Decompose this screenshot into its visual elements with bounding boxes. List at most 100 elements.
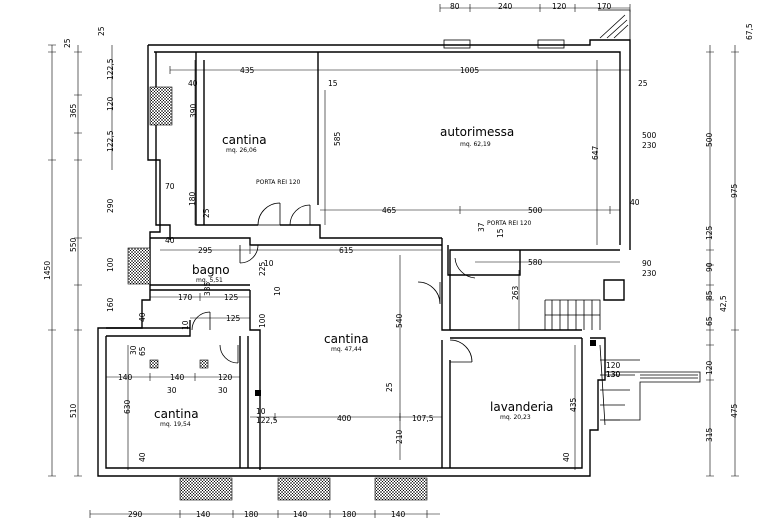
dimension-label: 500 [642,131,657,140]
dimension-label: 500 [528,206,543,215]
dimension-label: 475 [730,403,739,418]
dimension-label: 122,5 [256,416,278,425]
dimension-label: 140 [196,510,211,519]
room-labels: cantina mq. 26,06 autorimessa mq. 62,19 … [154,125,553,428]
dimension-label: 160 [106,297,115,312]
dimension-label: 180 [244,510,259,519]
dimension-label: 40 [630,198,640,207]
room-area: mq. 19,54 [160,421,191,428]
dimension-label: 40 [138,312,147,322]
dimension-label: 40 [165,236,175,245]
dimension-label: 30 [167,386,177,395]
dimension-label: 435 [240,66,255,75]
dimension-label: 315 [705,427,714,442]
room-name: bagno [192,263,230,277]
dimension-label: 120 [705,360,714,375]
dimension-label: 107,5 [412,414,434,423]
dimension-label: 40 [188,79,198,88]
dimension-label: 180 [188,191,197,206]
dimension-label: 10 [181,320,190,330]
left-outer-dimensions: 25 365 550 1450 510 [43,38,78,418]
door-label: PORTA REI 120 [256,179,301,186]
dimension-label: 25 [638,79,648,88]
dimension-label: 140 [293,510,308,519]
dimension-label: 65 [705,316,714,326]
dimension-label: 263 [511,285,520,300]
dimension-label: 465 [382,206,397,215]
dimension-label: 37 [477,222,486,232]
external-ramp [598,9,701,421]
dimension-label: 585 [333,131,342,146]
dimension-label: 122,5 [106,58,115,80]
dimension-label: 122,5 [106,130,115,152]
dimension-label: 1005 [460,66,479,75]
right-dimensions: 67,5 500 125 90 85 65 42,5 120 315 975 4… [705,23,754,442]
room-name: lavanderia [490,400,553,414]
dimension-label: 290 [128,510,143,519]
dimension-label: 65 [138,346,147,356]
dimension-label: 140 [118,373,133,382]
dimension-label: 100 [106,257,115,272]
dimension-label: 40 [138,452,147,462]
dimension-label: 90 [642,259,652,268]
dimension-label: 15 [496,228,505,238]
dimension-label: 510 [69,403,78,418]
room-area: mq. 62,19 [460,141,491,148]
dimension-label: 10 [256,407,266,416]
dimension-label: 170 [597,2,612,11]
dimension-label: 435 [569,397,578,412]
dimension-label: 15 [328,79,338,88]
dimension-label: 170 [178,293,193,302]
dimension-label: 80 [450,2,460,11]
left-inner-dimensions: 25 122,5 120 122,5 290 100 160 30 [97,26,138,355]
dimension-label: 615 [339,246,354,255]
dimension-label: 30 [218,386,228,395]
dimension-label: 125 [226,314,241,323]
dimension-label: 30 [129,345,138,355]
dimension-label: 130 [606,370,621,379]
dimension-label: 120 [552,2,567,11]
dimension-label: 647 [591,145,600,160]
dimension-label: 390 [189,103,198,118]
dimension-label: 120 [606,361,621,370]
dimension-lines [48,4,739,518]
dimension-label: 40 [562,452,571,462]
dimension-label: 100 [258,313,267,328]
room-name: cantina [324,332,369,346]
doors [191,202,476,364]
dimension-label: 130 [606,370,621,379]
dimension-label: 85 [705,290,714,300]
top-dimensions: 80 240 120 170 [450,2,612,11]
dimension-label: 540 [395,313,404,328]
dimension-label: 120 [218,373,233,382]
door-label: PORTA REI 120 [487,220,532,227]
dimension-label: 230 [642,141,657,150]
dimension-label: 140 [391,510,406,519]
room-area: mq. 20,23 [500,414,531,421]
dimension-label: 295 [198,246,213,255]
dimension-label: 10 [273,286,282,296]
dimension-label: 975 [730,183,739,198]
dimension-label: 335 [203,281,212,296]
dimension-label: 1450 [43,261,52,280]
dimension-label: 90 [705,262,714,272]
dimension-label: 290 [106,198,115,213]
dimension-label: 225 [258,261,267,276]
room-name: autorimessa [440,125,514,139]
dimension-label: 25 [63,38,72,48]
dimension-label: 180 [342,510,357,519]
dimension-label: 500 [705,132,714,147]
dimension-label: 140 [170,373,185,382]
dimension-label: 120 [106,96,115,111]
dimension-label: 10 [264,259,274,268]
dimension-label: 400 [337,414,352,423]
dimension-label: 550 [69,237,78,252]
dimension-label: 240 [498,2,513,11]
dimension-label: 580 [528,258,543,267]
room-area: mq. 26,06 [226,147,257,154]
dimension-label: 125 [705,225,714,240]
dimension-label: 42,5 [719,295,728,312]
room-name: cantina [154,407,199,421]
dimension-label: 230 [642,269,657,278]
dimension-label: 125 [224,293,239,302]
